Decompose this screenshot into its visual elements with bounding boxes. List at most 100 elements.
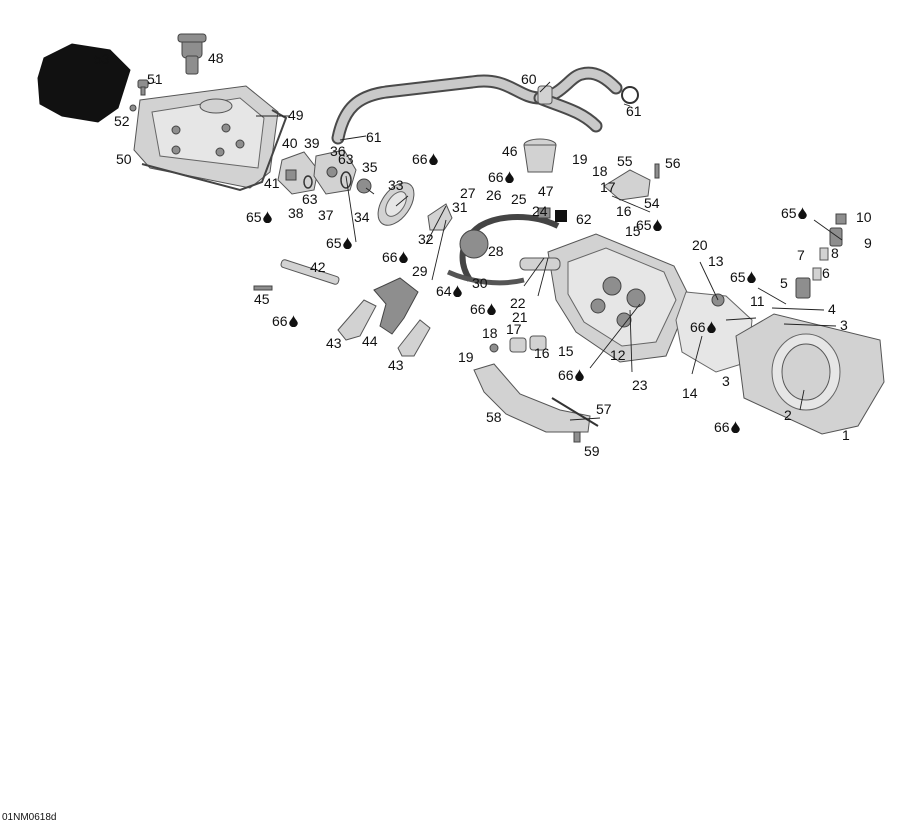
- callout-label: 22: [510, 295, 526, 311]
- callout-40: 40: [282, 135, 298, 151]
- callout-label: 65: [781, 205, 797, 221]
- callout-label: 28: [488, 243, 504, 259]
- oil-drop-icon: [453, 285, 462, 297]
- part-60-hose: [331, 66, 623, 145]
- callout-66h: 66: [714, 419, 740, 435]
- callout-label: 38: [288, 205, 304, 221]
- callout-44: 44: [362, 333, 378, 349]
- callout-52: 52: [114, 113, 130, 129]
- part-46-cap: [523, 138, 557, 173]
- callout-17b: 17: [506, 321, 522, 337]
- callout-14: 14: [682, 385, 698, 401]
- part-43-rocker-arm: [337, 299, 377, 341]
- part-37-oring: [340, 171, 352, 189]
- callout-18b: 18: [482, 325, 498, 341]
- callout-2: 2: [784, 407, 792, 423]
- part-33-gear: [377, 182, 415, 226]
- callout-66g: 66: [558, 367, 584, 383]
- callout-28: 28: [488, 243, 504, 259]
- callout-33: 33: [388, 177, 404, 193]
- callout-label: 66: [714, 419, 730, 435]
- callout-35: 35: [362, 159, 378, 175]
- callout-66e: 66: [470, 301, 496, 317]
- callout-label: 21: [512, 309, 528, 325]
- callout-label: 13: [708, 253, 724, 269]
- callout-63b: 63: [302, 191, 318, 207]
- callout-label: 33: [388, 177, 404, 193]
- callout-label: 12: [610, 347, 626, 363]
- callout-label: 8: [831, 245, 839, 261]
- callout-48: 48: [208, 50, 224, 66]
- part-1-cylinder: [735, 313, 885, 435]
- part-39-housing: [313, 149, 357, 195]
- callout-5: 5: [780, 275, 788, 291]
- oil-drop-icon: [653, 219, 662, 231]
- callout-label: 41: [264, 175, 280, 191]
- callout-label: 65: [730, 269, 746, 285]
- callout-label: 56: [665, 155, 681, 171]
- callout-20: 20: [692, 237, 708, 253]
- callout-32: 32: [418, 231, 434, 247]
- callout-27: 27: [460, 185, 476, 201]
- callout-label: 6: [822, 265, 830, 281]
- oil-drop-icon: [263, 211, 272, 223]
- callout-50: 50: [116, 151, 132, 167]
- callout-13: 13: [708, 253, 724, 269]
- callout-label: 42: [310, 259, 326, 275]
- part-35-seal: [356, 178, 372, 194]
- callout-label: 49: [288, 107, 304, 123]
- callout-37: 37: [318, 207, 334, 223]
- callout-label: 65: [636, 217, 652, 233]
- callout-54: 54: [644, 195, 660, 211]
- part-57-stud: [551, 397, 599, 427]
- oil-drop-icon: [343, 237, 352, 249]
- callout-57: 57: [596, 401, 612, 417]
- callout-label: 9: [864, 235, 872, 251]
- part-53-pad: [37, 43, 131, 123]
- callout-4: 4: [828, 301, 836, 317]
- part-50-valve-cover: [133, 85, 279, 189]
- callout-30: 30: [472, 275, 488, 291]
- callout-29: 29: [412, 263, 428, 279]
- part-16-spring: [489, 335, 547, 353]
- callout-46: 46: [502, 143, 518, 159]
- callout-9: 9: [864, 235, 872, 251]
- callout-label: 29: [412, 263, 428, 279]
- callout-61a: 61: [626, 103, 642, 119]
- callout-3a: 3: [840, 317, 848, 333]
- callout-label: 50: [116, 151, 132, 167]
- callout-34: 34: [354, 209, 370, 225]
- part-28-sprocket: [459, 229, 489, 259]
- part-55-cover: [603, 169, 651, 201]
- callout-label: 54: [644, 195, 660, 211]
- callout-16a: 16: [616, 203, 632, 219]
- callout-label: 24: [532, 203, 548, 219]
- callout-label: 15: [558, 343, 574, 359]
- callout-label: 52: [114, 113, 130, 129]
- callout-66d: 66: [272, 313, 298, 329]
- callout-47: 47: [538, 183, 554, 199]
- leader-lines: [147, 81, 843, 421]
- callout-63a: 63: [338, 151, 354, 167]
- callout-21: 21: [512, 309, 528, 325]
- callout-label: 43: [326, 335, 342, 351]
- callout-65b: 65: [326, 235, 352, 251]
- callout-label: 17: [600, 179, 616, 195]
- part-49-gasket: [141, 109, 288, 192]
- callout-10: 10: [856, 209, 872, 225]
- callout-label: 66: [272, 313, 288, 329]
- callout-label: 61: [366, 129, 382, 145]
- callout-label: 37: [318, 207, 334, 223]
- callout-15a: 15: [625, 223, 641, 239]
- callout-label: 19: [458, 349, 474, 365]
- callout-label: 66: [382, 249, 398, 265]
- callout-label: 43: [388, 357, 404, 373]
- callout-17a: 17: [600, 179, 616, 195]
- callout-65e: 65: [730, 269, 756, 285]
- callout-label: 20: [692, 237, 708, 253]
- callout-1: 1: [842, 427, 850, 443]
- callout-label: 65: [246, 209, 262, 225]
- callout-66f: 66: [690, 319, 716, 335]
- callout-label: 60: [521, 71, 537, 87]
